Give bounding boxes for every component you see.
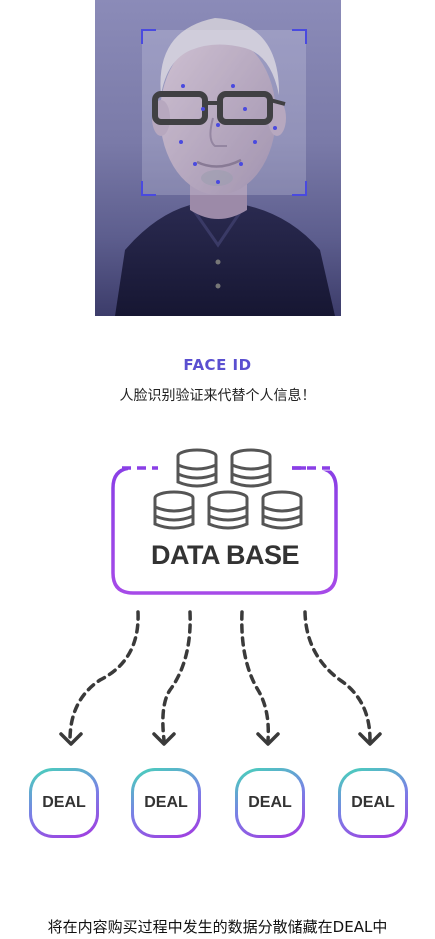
face-id-description: 人脸识别验证来代替个人信息！ (119, 388, 316, 404)
deal-node-1: DEAL (29, 768, 99, 838)
deal-node-4: DEAL (338, 768, 408, 838)
face-illustration (115, 18, 335, 316)
face-id-label: FACE ID (183, 356, 252, 374)
connector-4 (303, 610, 372, 742)
database-icon (153, 448, 303, 530)
arrowhead-1 (59, 732, 83, 746)
arrowhead-2 (152, 732, 176, 746)
database-box (111, 465, 338, 595)
arrowhead-4 (358, 732, 382, 746)
connector-1 (68, 610, 140, 742)
deal-node-3: DEAL (235, 768, 305, 838)
face-photo (95, 0, 341, 316)
connector-3 (240, 610, 271, 742)
deal-node-2: DEAL (131, 768, 201, 838)
arrowhead-3 (256, 732, 280, 746)
database-label: DATA BASE (151, 540, 300, 570)
data-flow-diagram (59, 448, 382, 746)
connector-2 (161, 610, 192, 742)
footer-caption: 将在内容购买过程中发生的数据分散储藏在DEAL中 (47, 918, 388, 936)
